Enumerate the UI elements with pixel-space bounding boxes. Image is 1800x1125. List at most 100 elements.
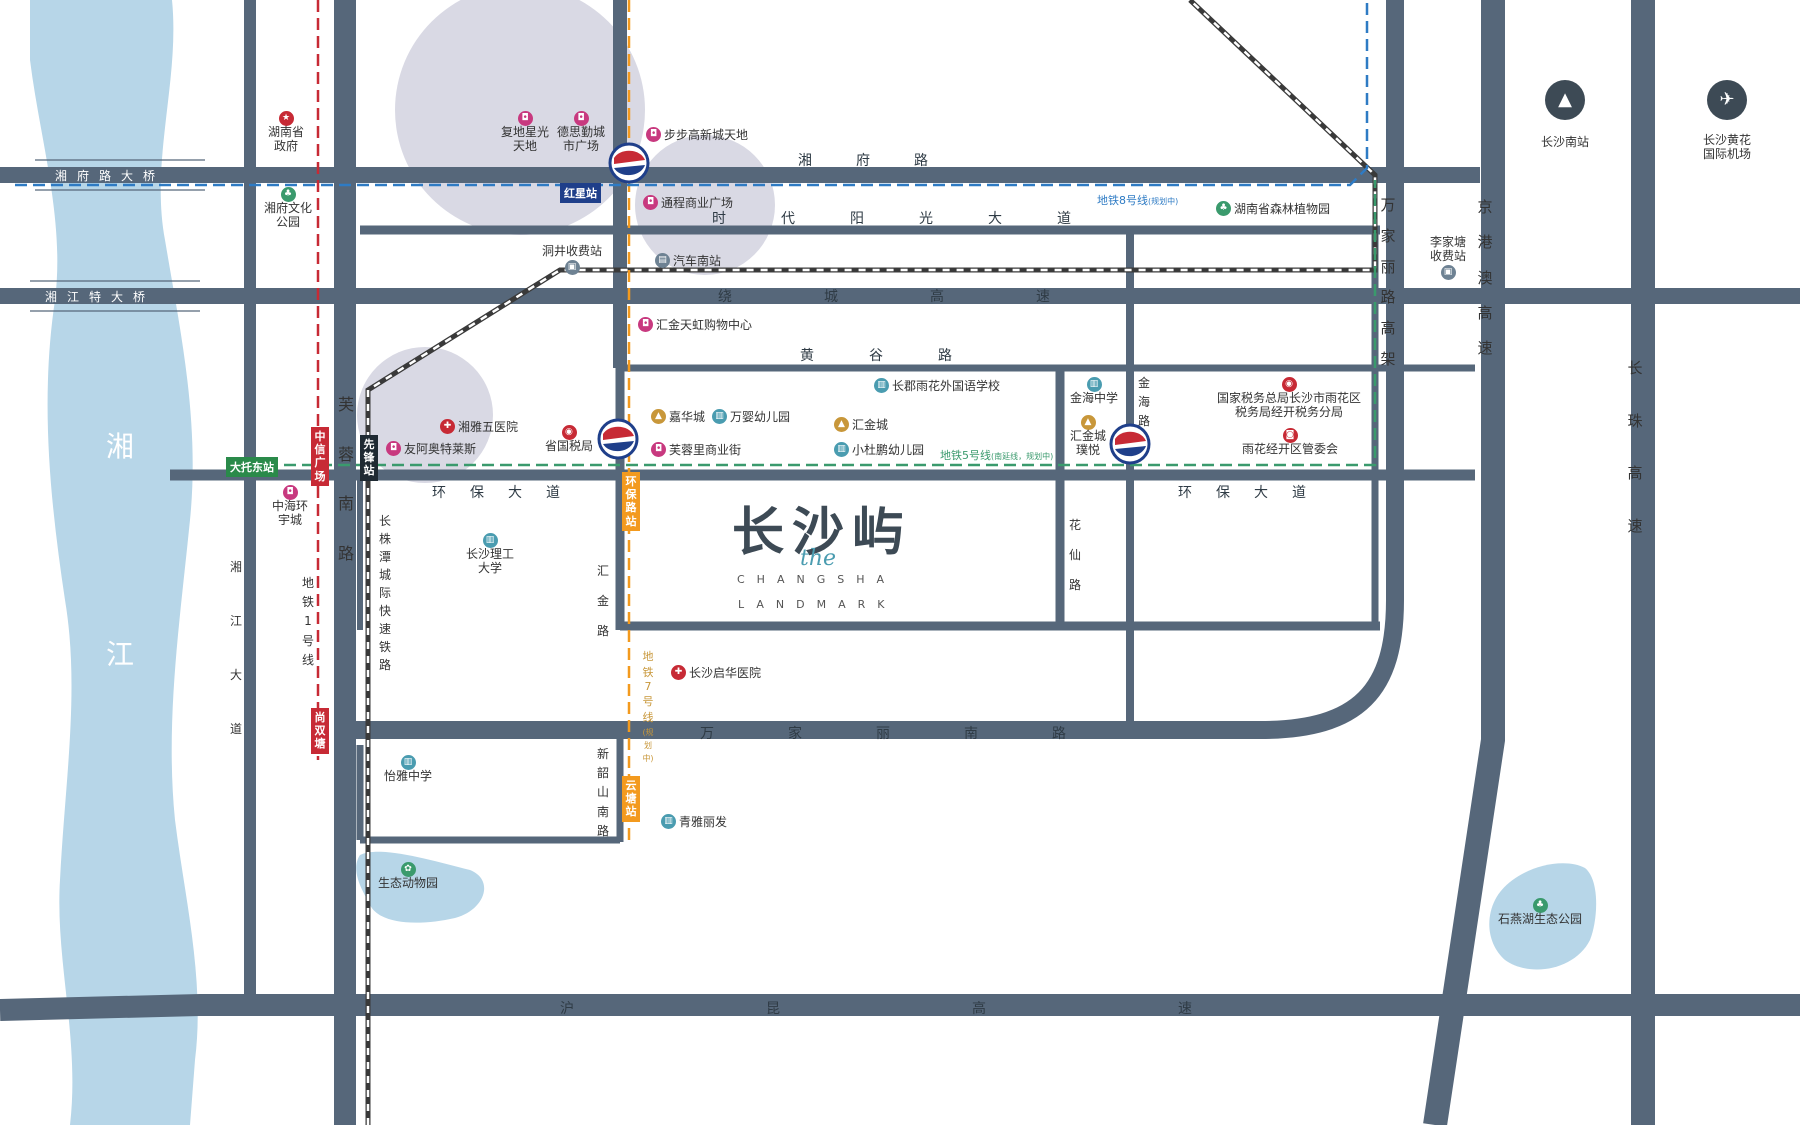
furong-road-label: 芙蓉南路 (338, 395, 355, 563)
zoo-lake (356, 851, 485, 923)
metro-line8-label: 地铁8号线(规划中) (1097, 194, 1179, 207)
metro-line5-label: 地铁5号线(南延线，规划中) (940, 449, 1054, 462)
project-title: 长沙屿 (732, 503, 913, 563)
school-icon: ▥ (834, 442, 849, 457)
school-icon: ▥ (661, 814, 676, 829)
poi-csnan: 长沙南站 (1540, 135, 1590, 149)
project-title-en1: CHANGSHA (737, 573, 897, 586)
poi-jiahua: ▲嘉华城 (651, 408, 705, 425)
poi-jinhai-school: ▥金海中学 (1069, 377, 1119, 405)
poi-cslg: ▥长沙理工大学 (465, 533, 514, 575)
poi-youa: ◘友阿奥特莱斯 (386, 440, 476, 457)
shopping-bag-icon: ◘ (638, 317, 653, 332)
gov-icon: ◙ (1282, 428, 1298, 443)
shopping-bag-icon: ◘ (386, 441, 401, 456)
poi-guoshui-bureau: ◉国家税务总局长沙市雨花区税务局经开税务分局 (1216, 377, 1361, 419)
huanbao-avenue-west-label: 环保大道 (432, 485, 584, 501)
shopping-bag-icon: ◘ (651, 442, 666, 457)
tax-icon: ◉ (1281, 377, 1297, 392)
school-icon: ▥ (482, 533, 498, 548)
project-title-the: the (800, 546, 837, 571)
hospital-icon: ✚ (671, 665, 686, 680)
poi-qichenan: ▤汽车南站 (655, 252, 721, 269)
bus-icon: ▤ (655, 253, 670, 268)
shiyan-lake (1489, 863, 1597, 970)
jinhai-road-label: 金海路 (1137, 376, 1150, 429)
shopping-bag-icon: ◘ (646, 127, 661, 142)
jinggang-highway-label: 京港澳高速 (1477, 198, 1493, 357)
poi-qihua: ✚长沙启华医院 (671, 664, 761, 681)
metro-line7-label: 地铁7号线(规划中) (642, 650, 654, 763)
tree-icon: ♣ (1216, 201, 1231, 216)
toll-icon: ▣ (564, 259, 580, 275)
wanjiali-south-road-label: 万家丽南路 (700, 726, 1140, 742)
shopping-bag-icon: ◘ (517, 111, 533, 126)
residence-icon: ▲ (1080, 415, 1096, 430)
shangshuang-station-tag: 尚双塘 (311, 708, 329, 754)
zhongxin-station-tag: 中信广场 (311, 427, 329, 486)
metro-stations (597, 142, 1151, 465)
poi-huijin-mall: ◘汇金天虹购物中心 (638, 316, 752, 333)
zoo-icon: ✿ (400, 862, 416, 877)
raocheng-highway-label: 绕城高速 (718, 289, 1142, 305)
shidai-avenue-label: 时代阳光大道 (712, 211, 1126, 227)
poi-zoo: ✿生态动物园 (377, 862, 439, 890)
poi-changjun: ▥长郡雨花外国语学校 (874, 377, 1000, 394)
yuntang-station-tag: 云塘站 (622, 776, 640, 822)
school-icon: ▥ (400, 755, 416, 770)
xiangjiang-avenue-label: 湘江大道 (229, 560, 242, 736)
poi-dongjing: 洞井收费站▣ (542, 244, 602, 275)
poi-xiangya5: ✚湘雅五医院 (440, 418, 518, 435)
poi-senlin: ♣湖南省森林植物园 (1216, 200, 1330, 217)
changzhu-highway-label: 长珠高速 (1627, 359, 1643, 535)
school-icon: ▥ (712, 409, 727, 424)
poi-tongcheng: ◘通程商业广场 (643, 194, 733, 211)
huanbao-avenue-east-label: 环保大道 (1178, 485, 1330, 501)
shopping-bag-icon: ◘ (643, 195, 658, 210)
poi-yiya: ▥怡雅中学 (383, 755, 433, 783)
poi-huijin-pu: ▲汇金城璞悦 (1069, 415, 1106, 457)
hospital-icon: ✚ (440, 419, 455, 434)
shopping-bag-icon: ◘ (282, 485, 298, 500)
poi-wanying: ▥万婴幼儿园 (712, 408, 790, 425)
school-icon: ▥ (1086, 377, 1102, 392)
poi-shengguoshui: ◉省国税局 (544, 425, 594, 453)
poi-bubugao: ◘步步高新城天地 (646, 126, 748, 143)
railways (365, 0, 1378, 1125)
xiangfu-bridge-label: 湘府路大桥 (55, 169, 166, 183)
hukun-highway-label: 沪昆高速 (560, 1001, 1384, 1017)
intercity-railway-label: 长株潭城际快速铁路 (378, 514, 391, 672)
residence-icon: ▲ (834, 417, 849, 432)
toll-icon: ▣ (1440, 264, 1456, 280)
huijin-road-label: 汇金路 (596, 564, 609, 638)
poi-desile: ◘德思勤城市广场 (557, 111, 606, 153)
metro-line1-label: 地铁1号线 (301, 576, 314, 667)
xiangjiang-bridge-label: 湘江特大桥 (45, 290, 156, 304)
airplane-icon: ✈ (1707, 80, 1747, 120)
tree-icon: ♣ (1532, 898, 1548, 913)
datuodong-station-tag: 大托东站 (226, 457, 278, 477)
huanggu-road-label: 黄谷路 (800, 348, 1007, 364)
poi-huijincheng: ▲汇金城 (834, 416, 888, 433)
xinshao-road-label: 新韶山南路 (596, 747, 609, 838)
poi-fudi: ◘复地星光天地 (501, 111, 550, 153)
wanjiali-elevated-label: 万家丽路高架 (1380, 196, 1396, 368)
poi-xiaodupeng: ▥小杜鹏幼儿园 (834, 441, 924, 458)
poi-shiyanhu: ♣石燕湖生态公园 (1497, 898, 1583, 926)
xiangfu-road-label: 湘府路 (798, 153, 972, 169)
poi-gov: ★湖南省政府 (268, 111, 305, 153)
tree-icon: ♣ (280, 187, 296, 202)
shopping-bag-icon: ◘ (573, 111, 589, 126)
poi-zhonghai: ◘中海环宇城 (271, 485, 308, 527)
bridges (30, 159, 205, 312)
poi-lijiatang: 李家塘收费站▣ (1428, 235, 1468, 280)
school-icon: ▥ (874, 378, 889, 393)
huaxian-road-label: 花仙路 (1068, 518, 1081, 592)
residence-icon: ▲ (651, 409, 666, 424)
poi-airport: 长沙黄花国际机场 (1702, 133, 1751, 161)
poi-yuhua-admin: ◙雨花经开区管委会 (1241, 428, 1339, 456)
poi-qingya: ▥青雅丽发 (661, 813, 727, 830)
tax-icon: ◉ (561, 425, 577, 440)
